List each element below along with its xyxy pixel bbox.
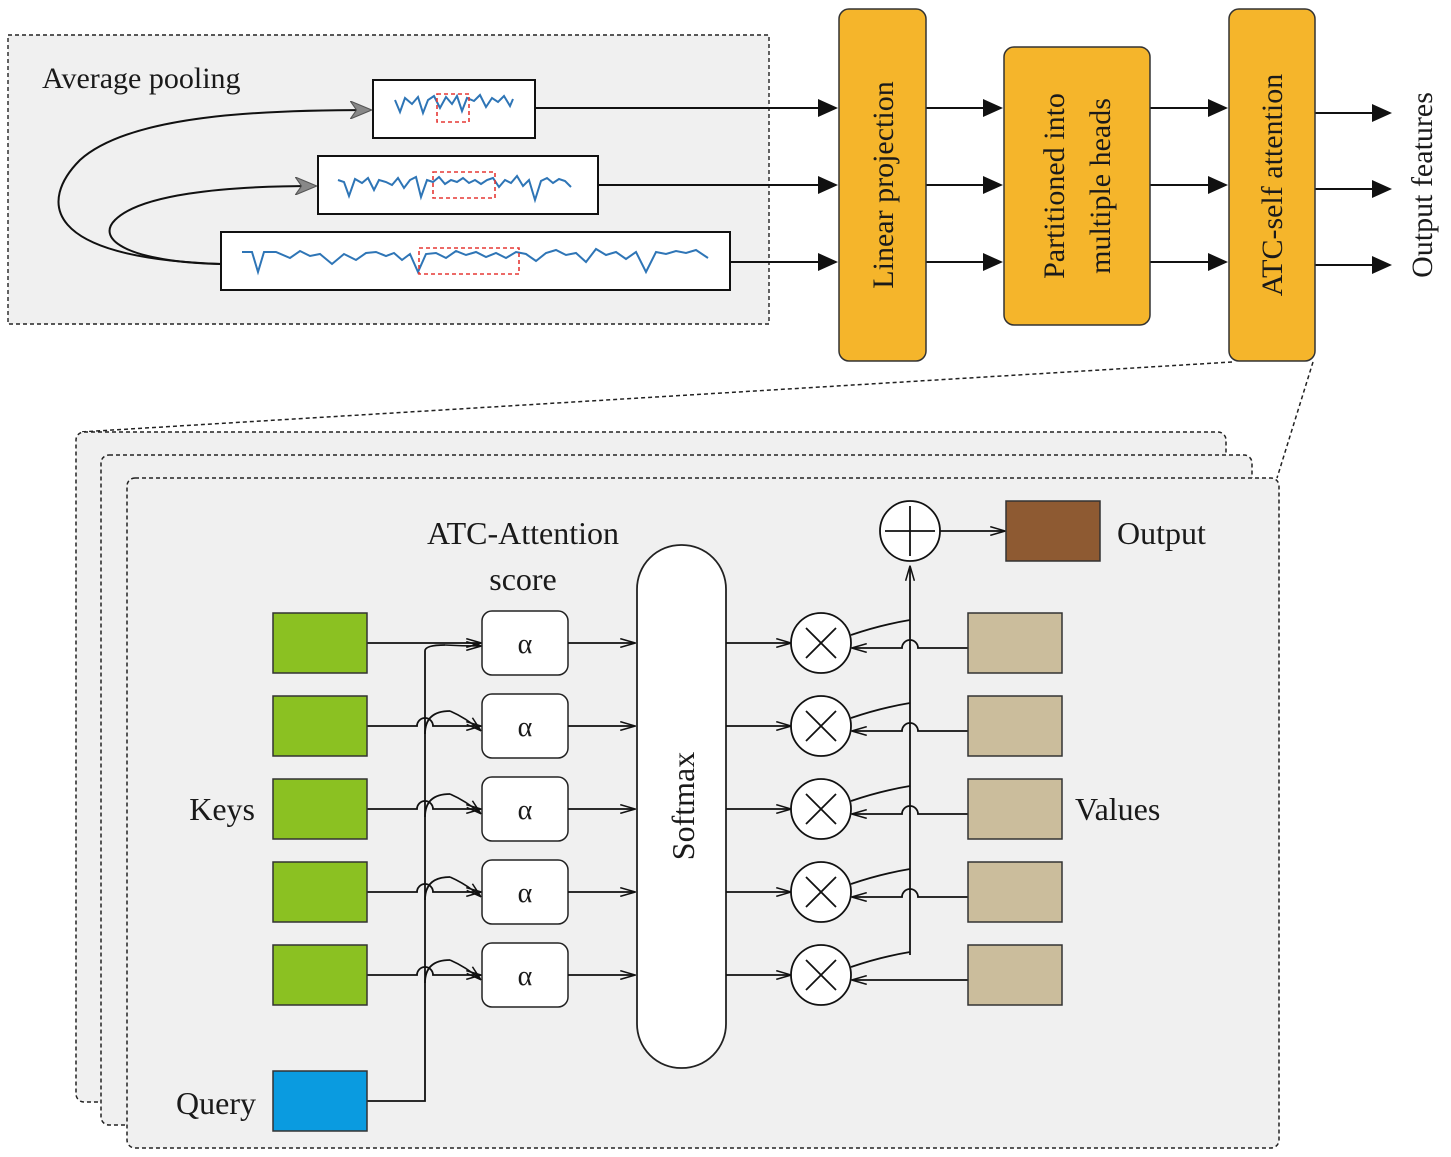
circled-times-icon bbox=[790, 695, 852, 757]
multiply-column bbox=[790, 612, 852, 1006]
key-block bbox=[272, 861, 368, 923]
attention-score-label-line1: ATC-Attention bbox=[427, 515, 619, 551]
pooling-arrow-to-medium bbox=[108, 186, 315, 265]
alpha-box: α bbox=[481, 610, 569, 676]
key-block bbox=[272, 944, 368, 1006]
output-block bbox=[1005, 500, 1101, 562]
circled-times-icon bbox=[790, 944, 852, 1006]
alpha-box: α bbox=[481, 776, 569, 842]
softmax-to-multiply-arrows bbox=[726, 643, 790, 975]
svg-text:α: α bbox=[518, 878, 533, 909]
query-label: Query bbox=[176, 1085, 256, 1121]
circled-times-icon bbox=[790, 612, 852, 674]
output-features-label: Output features bbox=[1406, 92, 1439, 278]
softmax-block: Softmax bbox=[636, 544, 727, 1069]
signal-box-medium bbox=[317, 155, 599, 215]
linear-projection-block: Linear projection bbox=[838, 8, 927, 362]
partition-label-line1: Partitioned into bbox=[1038, 93, 1071, 279]
value-block bbox=[967, 861, 1063, 923]
value-arrows bbox=[853, 639, 968, 980]
query-bus bbox=[367, 644, 451, 1102]
alpha-column: α α α α α bbox=[481, 610, 569, 1008]
key-block bbox=[272, 612, 368, 674]
signal-box-large bbox=[220, 231, 731, 291]
svg-text:α: α bbox=[518, 629, 533, 660]
query-group: Query bbox=[176, 1070, 368, 1132]
svg-text:α: α bbox=[518, 712, 533, 743]
values-group: Values bbox=[967, 612, 1160, 1006]
key-block bbox=[272, 778, 368, 840]
signal-box-small bbox=[372, 79, 536, 139]
pooling-arrow-to-small bbox=[57, 110, 370, 265]
average-pooling-label: Average pooling bbox=[42, 62, 241, 95]
alpha-box: α bbox=[481, 942, 569, 1008]
alpha-to-softmax-arrows bbox=[568, 643, 634, 975]
atc-self-attention-block: ATC-self attention bbox=[1228, 8, 1316, 362]
key-arrows bbox=[367, 643, 480, 975]
attention-score-label-line2: score bbox=[489, 561, 557, 597]
pipeline-arrows bbox=[535, 99, 1392, 274]
partition-label-line2: multiple heads bbox=[1084, 98, 1117, 274]
query-block bbox=[272, 1070, 368, 1132]
query-merge-arrows bbox=[444, 645, 480, 979]
linear-projection-label: Linear projection bbox=[867, 81, 900, 288]
sum-bus bbox=[850, 567, 910, 968]
values-label: Values bbox=[1075, 791, 1160, 827]
value-block bbox=[967, 612, 1063, 674]
atc-self-attention-label: ATC-self attention bbox=[1256, 74, 1289, 296]
average-pooling-panel: Average pooling bbox=[7, 34, 770, 325]
circled-times-icon bbox=[790, 778, 852, 840]
keys-label: Keys bbox=[189, 791, 255, 827]
zoom-lines bbox=[79, 361, 1314, 479]
value-block bbox=[967, 778, 1063, 840]
keys-group: Keys bbox=[189, 612, 368, 1006]
circled-times-icon bbox=[790, 861, 852, 923]
key-block bbox=[272, 695, 368, 757]
alpha-box: α bbox=[481, 693, 569, 759]
svg-text:α: α bbox=[518, 961, 533, 992]
partition-heads-block: Partitioned into multiple heads bbox=[1003, 46, 1151, 326]
circled-plus-icon bbox=[879, 500, 941, 562]
alpha-box: α bbox=[481, 859, 569, 925]
softmax-label: Softmax bbox=[665, 752, 701, 860]
output-label: Output bbox=[1117, 515, 1206, 551]
value-block bbox=[967, 695, 1063, 757]
svg-text:α: α bbox=[518, 795, 533, 826]
value-block bbox=[967, 944, 1063, 1006]
